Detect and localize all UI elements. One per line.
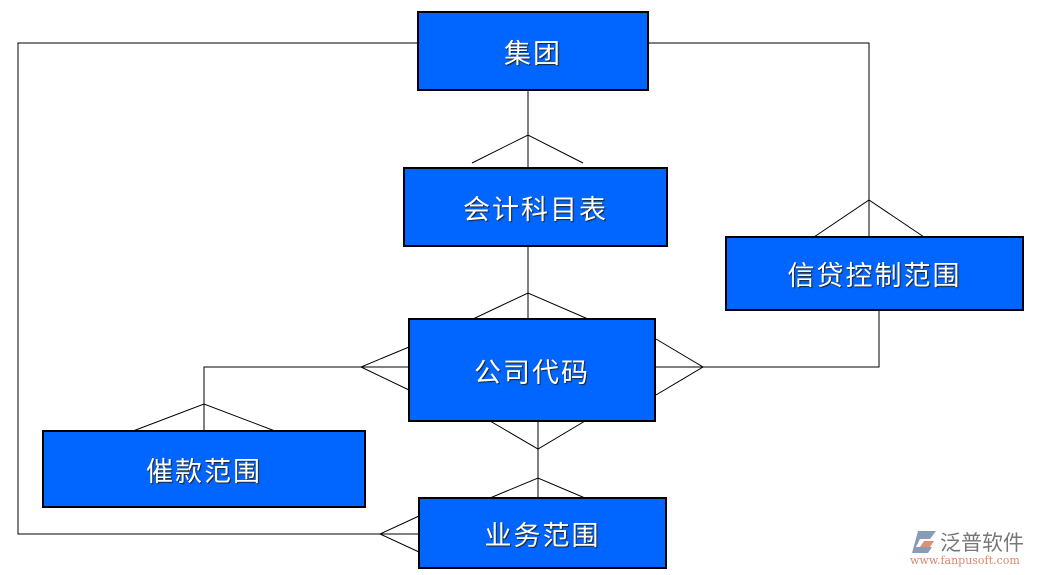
entity-label: 催款范围	[146, 456, 262, 488]
entity-label: 会计科目表	[463, 194, 608, 226]
entity-label: 公司代码	[474, 357, 590, 389]
entity-business-area: 业务范围	[418, 497, 667, 569]
entity-label: 业务范围	[484, 520, 601, 552]
logo-icon	[912, 531, 936, 553]
logo-url: www.fanpusoft.com	[910, 554, 1020, 567]
entity-credit-control-area: 信贷控制范围	[725, 236, 1024, 311]
logo-name: 泛普软件	[940, 531, 1024, 555]
crowfoot-dunning-top	[132, 403, 276, 432]
fanpusoft-logo: 泛普软件 www.fanpusoft.com	[908, 527, 1033, 572]
entity-label: 信贷控制范围	[787, 261, 962, 292]
crowfoot-company-code-top	[472, 292, 589, 320]
crowfoot-chart-of-accounts-top	[471, 134, 584, 164]
entity-label: 集团	[504, 38, 562, 70]
line-group-business-area	[17, 42, 419, 535]
crowfoot-company-code-bottom	[489, 420, 586, 450]
crowfoot-company-code-right	[655, 338, 704, 396]
crowfoot-credit-control-top	[813, 199, 925, 238]
crowfoot-company-code-left	[359, 346, 410, 391]
line-company-code-dunning	[203, 366, 409, 431]
line-credit-control-company-code	[655, 310, 880, 368]
crowfoot-business-area-left	[378, 515, 420, 553]
crowfoot-business-area-top	[489, 477, 586, 499]
line-group-credit-control	[648, 42, 870, 237]
entity-dunning-area: 催款范围	[42, 430, 366, 508]
entity-chart-of-accounts: 会计科目表	[403, 167, 668, 247]
entity-group: 集团	[417, 11, 649, 91]
entity-company-code: 公司代码	[408, 318, 656, 422]
